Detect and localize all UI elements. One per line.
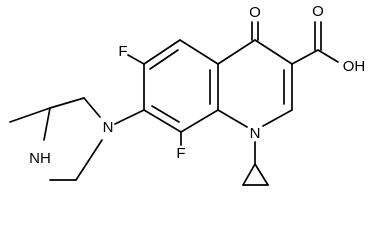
- fluorine-label-top: F: [118, 43, 127, 60]
- bond: [127, 54, 145, 65]
- ketone-oxygen-label: O: [249, 4, 261, 21]
- bond: [114, 109, 145, 125]
- piperazine-nitrogen-label: N: [103, 119, 114, 136]
- bond: [143, 39, 181, 65]
- bond: [242, 163, 256, 186]
- ring-nitrogen-label: N: [250, 125, 261, 142]
- bond: [254, 39, 293, 65]
- bond: [9, 107, 51, 123]
- bond: [179, 39, 219, 65]
- bond: [291, 49, 319, 65]
- piperazine-nh-label: NH: [29, 150, 51, 167]
- bond: [217, 109, 248, 128]
- bond: [254, 163, 269, 186]
- bond-double-inner: [149, 49, 179, 70]
- fluorine-label-bottom: F: [176, 145, 185, 162]
- bond: [317, 49, 339, 63]
- structural-formula: F F O O OH N N NH: [9, 3, 365, 186]
- bond: [49, 97, 85, 109]
- bond: [143, 109, 182, 133]
- bond: [180, 109, 219, 133]
- bond: [43, 107, 51, 141]
- hydroxyl-label: OH: [343, 58, 366, 75]
- bond: [262, 109, 293, 127]
- atom-labels: F F O O OH N N NH: [29, 3, 365, 167]
- bond-double-inner: [151, 105, 180, 123]
- bond: [83, 97, 101, 118]
- carbonyl-oxygen-label: O: [312, 3, 324, 20]
- bond: [217, 39, 256, 65]
- bond-lines: [9, 21, 339, 186]
- bond: [75, 139, 103, 181]
